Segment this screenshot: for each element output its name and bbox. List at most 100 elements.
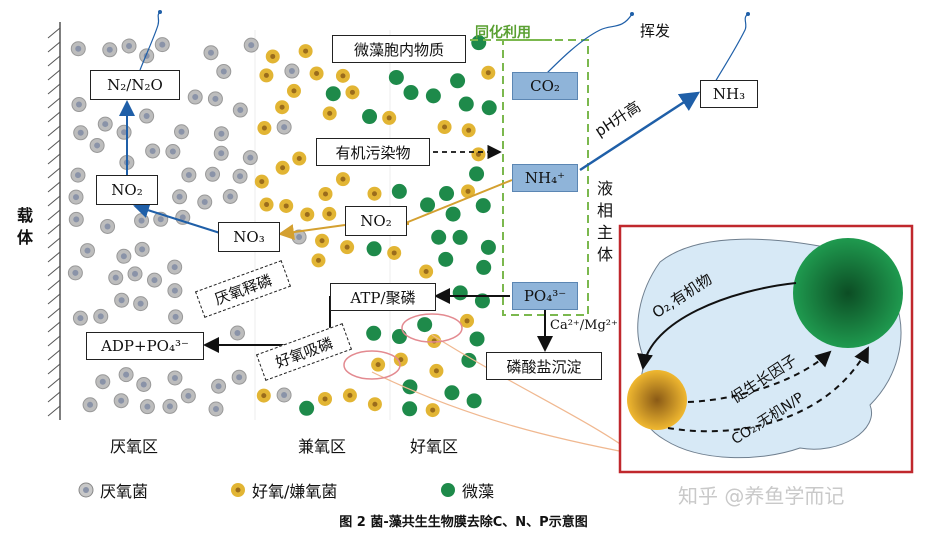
anaerobic-cell [79, 243, 95, 259]
anaerobic-cell [232, 168, 248, 184]
aerobic-cell [322, 106, 337, 121]
organic-pollutant-box: 有机污染物 [316, 138, 430, 166]
liquid-phase-label: 液相主体 [596, 179, 613, 264]
algae-cell [469, 166, 485, 182]
hatch-line [47, 377, 61, 389]
hatch-line [47, 83, 61, 95]
hatch-line [47, 55, 61, 67]
inset-arrow-co2 [667, 346, 869, 433]
algae-cell [431, 229, 447, 245]
anaerobic-cell [167, 283, 183, 299]
arrow-no3-to-no2 [133, 202, 221, 234]
anaerobic-cell [242, 150, 258, 166]
legend-aerobic: 好氧/嫌氧菌 [252, 482, 338, 501]
anaerobic-cell [72, 310, 88, 326]
hatch-line [47, 251, 61, 263]
arrow-no2-to-no3 [278, 224, 346, 241]
hatch-line [47, 69, 61, 81]
anaerobic-cell [82, 397, 98, 413]
aerobic-cell [286, 83, 301, 98]
biofilm-cells [67, 35, 497, 418]
anaerobic-cell [162, 398, 178, 414]
nh3-box: NH₃ [700, 80, 758, 108]
hatch-line [47, 181, 61, 193]
algae-cell [366, 241, 382, 257]
algae-cell [388, 69, 404, 85]
anaerobic-cell [168, 309, 184, 325]
anaerobic-cell [139, 48, 155, 64]
algae-cell [425, 88, 441, 104]
carrier-label: 载体 [16, 206, 33, 247]
hatch-line [47, 209, 61, 221]
anaerobic-cell [165, 144, 181, 160]
aerobic-cell [429, 363, 444, 378]
anaerobic-cell [93, 308, 109, 324]
no2-mid-box: NO₂ [345, 206, 407, 236]
algae-cell [445, 206, 461, 222]
aerobic-cell [342, 388, 357, 403]
anaerobic-cell [95, 374, 111, 390]
anaerobic-cell [167, 259, 183, 275]
aerobic-cell [481, 65, 496, 80]
algae-cell [481, 100, 497, 116]
anaerobic-cell [116, 248, 132, 264]
inset-arrow-o2 [637, 282, 797, 370]
anaerobic-cell [222, 188, 238, 204]
anaerobic-cell [211, 378, 227, 394]
zone-anaerobic-label: 厌氧区 [110, 437, 159, 456]
anaerobic-cell [127, 266, 143, 282]
co2-box: CO₂ [512, 72, 578, 100]
hatch-line [47, 265, 61, 277]
anaerobic-cell [232, 102, 248, 118]
ca-mg-label: Ca²⁺/Mg²⁺ [550, 318, 618, 333]
algae-cell [402, 401, 418, 417]
anaerobic-cell [70, 41, 86, 57]
anaerobic-cell [146, 272, 162, 288]
anaerobic-cell [97, 116, 113, 132]
algae-cell [391, 183, 407, 199]
aerobic-cell [279, 198, 294, 213]
anaerobic-cell [118, 367, 134, 383]
aerobic-cell [460, 313, 475, 328]
algae-cell [469, 331, 485, 347]
anaerobic-cell [89, 137, 105, 153]
anaerobic-cell [102, 42, 118, 58]
anaerobic-cell [100, 218, 116, 234]
algae-cell [420, 197, 436, 213]
anaerobic-cell [284, 63, 300, 79]
co2-volatile-line [544, 13, 633, 76]
aerobic-cell [259, 197, 274, 212]
anaerobic-cell [71, 97, 87, 113]
zone-aerobic-label: 好氧区 [410, 437, 459, 456]
anaerobic-cell [172, 189, 188, 205]
anaerobic-cell [205, 166, 221, 182]
phosphate-precip-box: 磷酸盐沉淀 [486, 352, 602, 380]
hatch-line [47, 139, 61, 151]
algae-cell [466, 393, 482, 409]
algae-cell [438, 251, 454, 267]
figure-caption: 图 2 菌-藻共生生物膜去除C、N、P示意图 [339, 515, 588, 530]
anaerobic-cell [134, 241, 150, 257]
liquid-phase-region [502, 39, 589, 316]
aerobic-cell [345, 85, 360, 100]
hatch-line [47, 167, 61, 179]
inset-bacteria [627, 370, 687, 430]
aerobic-cell [275, 160, 290, 175]
algae-cell [417, 317, 433, 333]
aerobic-cell [300, 207, 315, 222]
aerobic-cell [315, 233, 330, 248]
zoom-highlight-1 [343, 350, 401, 380]
aerobic-cell [265, 49, 280, 64]
anaerobic-cell [213, 126, 229, 142]
n2-volatile-dot [158, 10, 162, 14]
anaerobic-cell [167, 370, 183, 386]
co2-volatile-dot [630, 12, 634, 16]
zoom-line-1 [371, 371, 642, 459]
legend-algae: 微藻 [462, 482, 495, 501]
aerobic-cell [393, 352, 408, 367]
algae-cell [461, 352, 477, 368]
algae-cell [476, 259, 492, 275]
anaerobic-cell [276, 119, 292, 135]
arrows [119, 10, 750, 459]
algae-cell [299, 400, 315, 416]
